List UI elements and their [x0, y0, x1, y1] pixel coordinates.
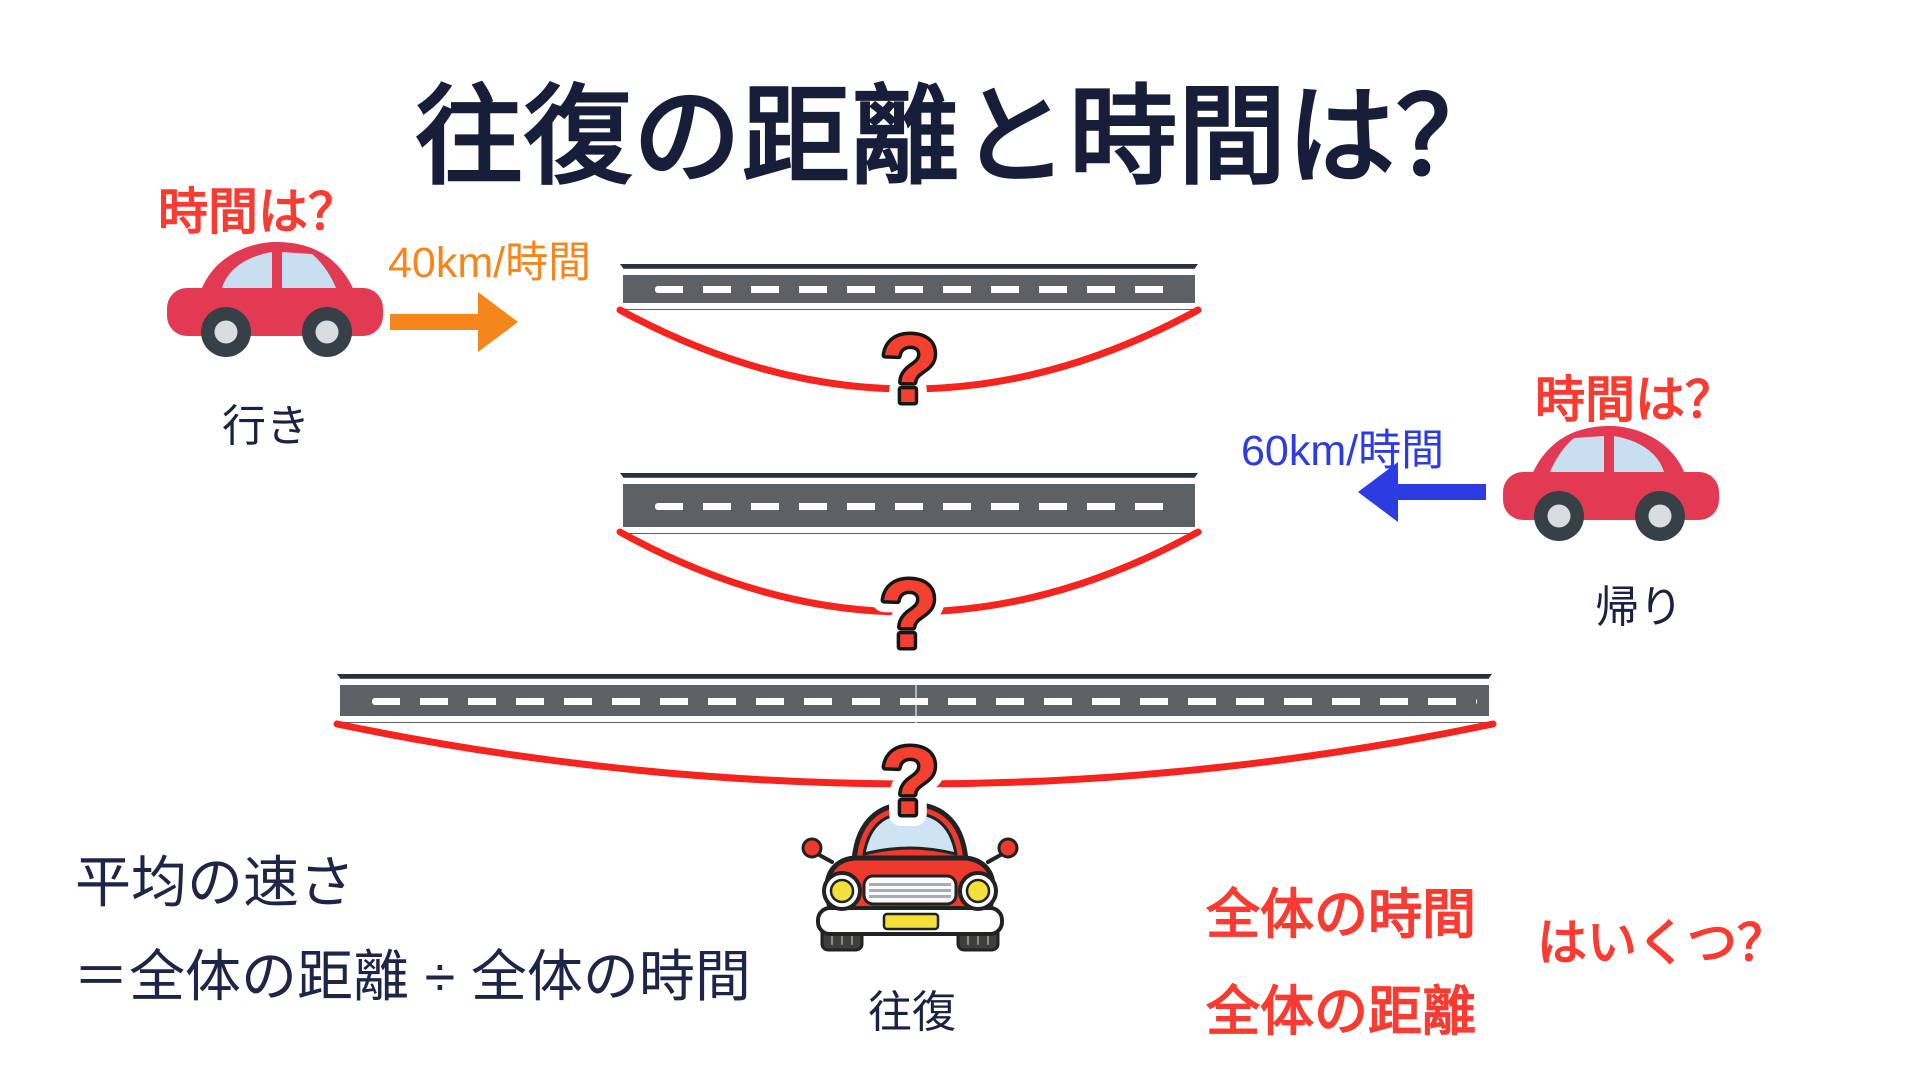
outbound-time-question: 時間は？ [158, 184, 358, 240]
distance-curve-return [616, 528, 1202, 616]
summary-question: はいくつ？ [1537, 915, 1787, 971]
formula-line-2: ＝全体の距離 ÷ 全体の時間 [73, 945, 751, 1008]
distance-curve-outbound [616, 306, 1202, 393]
outbound-car-icon [167, 242, 383, 357]
svg-text:?: ? [881, 316, 940, 423]
question-mark-return: ? ? [868, 549, 951, 680]
svg-text:?: ? [881, 728, 940, 835]
roundtrip-car-icon [801, 801, 1019, 952]
road-outbound [620, 264, 1198, 310]
svg-text:?: ? [881, 316, 940, 423]
return-time-question: 時間は？ [1535, 372, 1735, 428]
return-speed-label: 60km/時間 [1241, 427, 1445, 475]
page-title: 往復の距離と時間は？ [414, 76, 1505, 197]
right-arrow-icon [390, 292, 518, 352]
road-seam [915, 682, 917, 723]
summary-total-time: 全体の時間 [1206, 885, 1476, 945]
formula-line-1: 平均の速さ [75, 851, 355, 914]
svg-text:?: ? [880, 561, 939, 668]
distance-curve-roundtrip [333, 720, 1497, 788]
summary-total-distance: 全体の距離 [1206, 982, 1476, 1042]
road-center-dashes [655, 286, 1183, 293]
road-roundtrip [337, 674, 1492, 723]
road-center-dashes [655, 502, 1183, 510]
road-return [620, 473, 1198, 534]
roundtrip-direction-label: 往復 [868, 988, 956, 1037]
question-mark-roundtrip: ? ? [869, 716, 952, 847]
outbound-speed-label: 40km/時間 [388, 239, 592, 287]
left-arrow-icon [1358, 462, 1486, 522]
outbound-direction-label: 行き [222, 402, 310, 451]
svg-text:?: ? [880, 561, 939, 668]
svg-text:?: ? [881, 728, 940, 835]
return-direction-label: 帰り [1595, 583, 1683, 632]
return-car-icon [1503, 426, 1719, 541]
question-mark-outbound: ? ? [869, 304, 952, 435]
road-center-dashes [372, 697, 1477, 705]
